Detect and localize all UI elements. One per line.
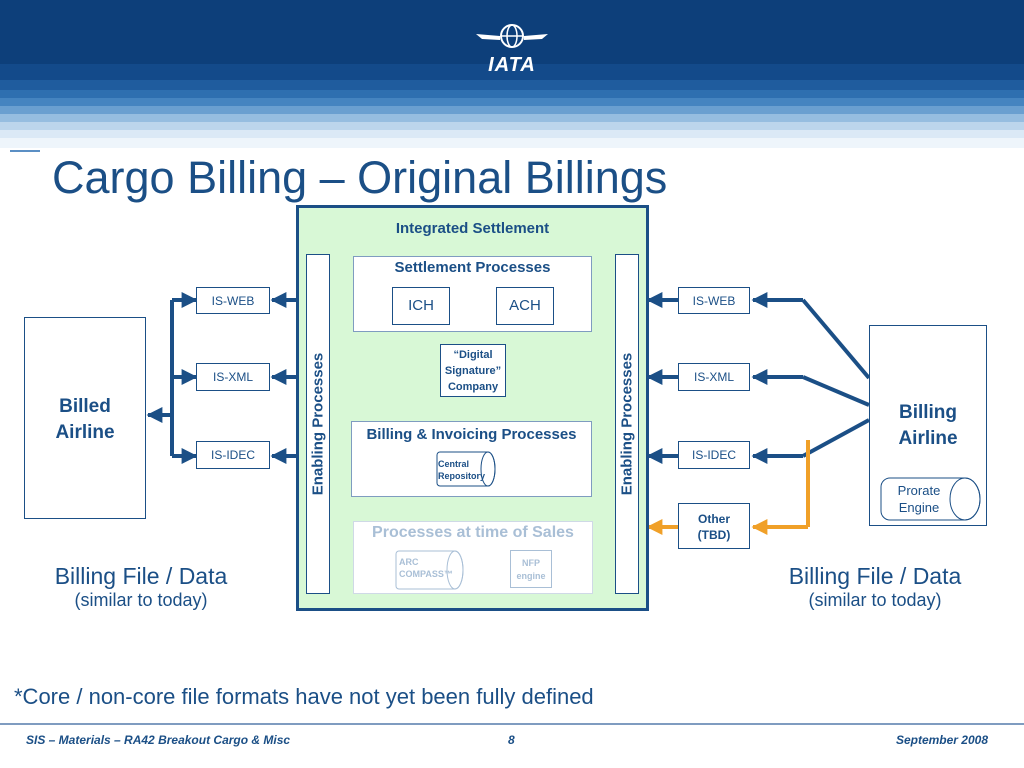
right-format-is-xml: IS-XML bbox=[678, 363, 750, 391]
enabling-processes-right-label: Enabling Processes bbox=[618, 352, 636, 496]
nfp-engine-box: NFP engine bbox=[510, 550, 552, 588]
central-repository-label: Central Repository bbox=[438, 459, 486, 481]
prorate-engine-label: Prorate Engine bbox=[897, 483, 941, 515]
left-format-is-idec: IS-IDEC bbox=[196, 441, 270, 469]
sales-processes-title: Processes at time of Sales bbox=[372, 524, 574, 541]
central-repository-cylinder-icon bbox=[436, 451, 496, 487]
settlement-processes-panel: Settlement Processes bbox=[353, 256, 592, 332]
settlement-processes-title: Settlement Processes bbox=[394, 259, 551, 276]
sales-processes-panel: Processes at time of Sales bbox=[353, 521, 593, 594]
left-caption: Billing File / Data (similar to today) bbox=[20, 563, 262, 611]
arc-compass-cylinder-icon bbox=[395, 550, 464, 590]
arc-compass-label: ARC COMPASS™ bbox=[399, 557, 453, 579]
globe-wings-icon bbox=[476, 24, 548, 48]
enabling-processes-left-label: Enabling Processes bbox=[309, 352, 327, 496]
right-caption-sub: (similar to today) bbox=[808, 590, 942, 610]
right-caption: Billing File / Data (similar to today) bbox=[754, 563, 996, 611]
header-banner: IATA bbox=[0, 0, 1024, 148]
footer-date: September 2008 bbox=[895, 733, 988, 747]
right-format-is-web: IS-WEB bbox=[678, 287, 750, 314]
logo-text: IATA bbox=[488, 54, 536, 76]
billed-airline-box: Billed Airline bbox=[24, 317, 146, 519]
billing-airline-label: Billing Airline bbox=[898, 402, 958, 449]
right-caption-main: Billing File / Data bbox=[788, 563, 962, 589]
footnote: *Core / non-core file formats have not y… bbox=[14, 684, 594, 709]
billing-invoicing-title: Billing & Invoicing Processes bbox=[366, 426, 577, 443]
billed-airline-label: Billed Airline bbox=[55, 396, 115, 443]
footer-page-number: 8 bbox=[508, 733, 515, 747]
right-format-is-idec: IS-IDEC bbox=[678, 441, 750, 469]
right-format-other-tbd: Other (TBD) bbox=[678, 503, 750, 549]
left-format-is-web: IS-WEB bbox=[196, 287, 270, 314]
left-format-is-xml: IS-XML bbox=[196, 363, 270, 391]
left-caption-sub: (similar to today) bbox=[74, 590, 208, 610]
iata-logo: IATA bbox=[472, 20, 552, 76]
enabling-processes-left: Enabling Processes bbox=[306, 254, 330, 594]
footer-rule bbox=[0, 723, 1024, 725]
ich-box: ICH bbox=[392, 287, 450, 325]
title-accent-rule bbox=[10, 150, 40, 152]
integrated-settlement-title: Integrated Settlement bbox=[395, 220, 550, 237]
enabling-processes-right: Enabling Processes bbox=[615, 254, 639, 594]
digital-signature-company-box: “Digital Signature” Company bbox=[440, 344, 506, 397]
prorate-engine-cylinder-icon bbox=[880, 477, 981, 521]
ach-box: ACH bbox=[496, 287, 554, 325]
footer-left-text: SIS – Materials – RA42 Breakout Cargo & … bbox=[26, 733, 291, 747]
page-title: Cargo Billing – Original Billings bbox=[52, 152, 668, 203]
left-caption-main: Billing File / Data bbox=[54, 563, 228, 589]
